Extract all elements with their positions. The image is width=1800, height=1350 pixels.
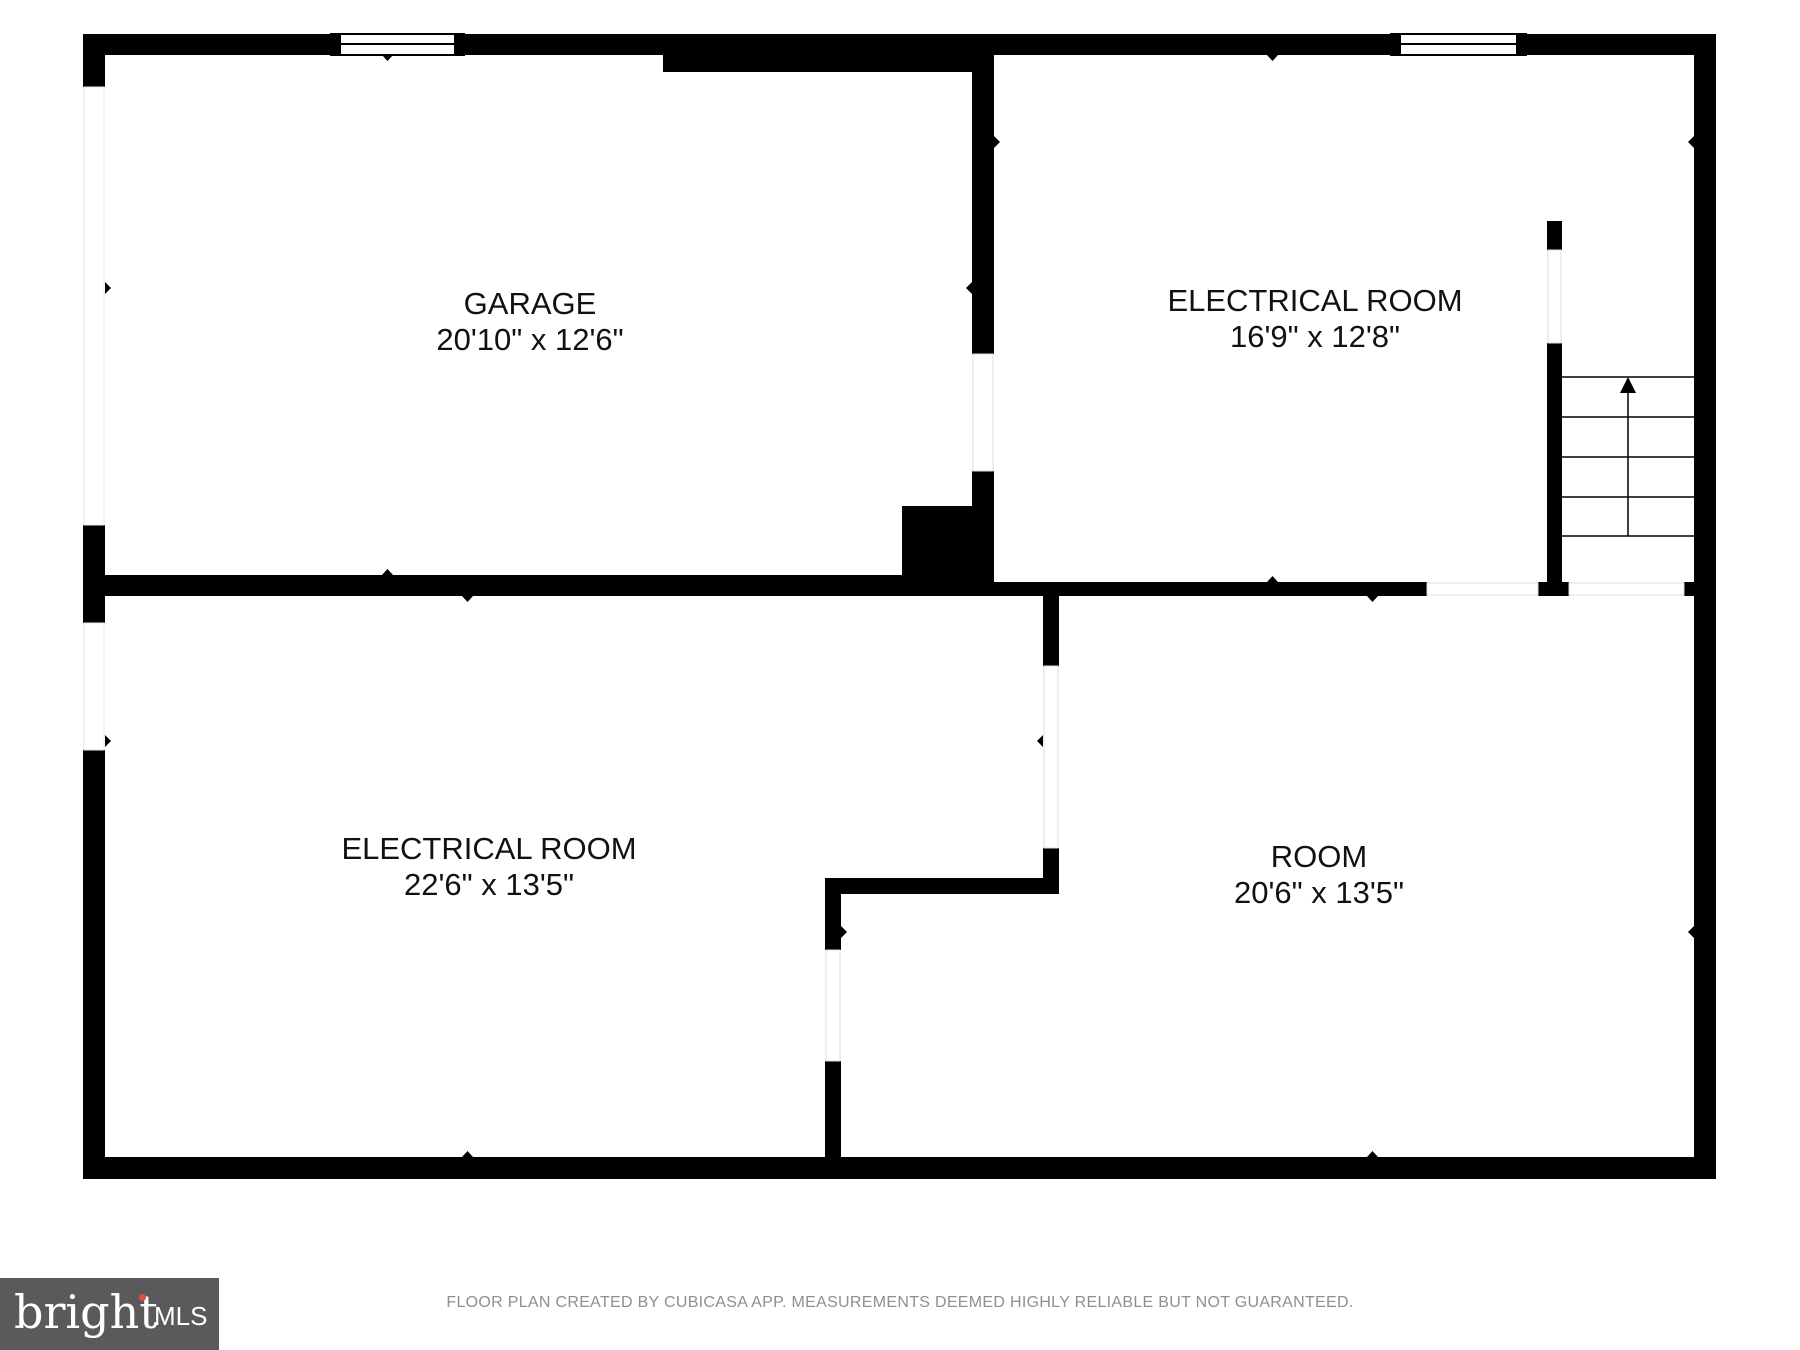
room-label-electrical-upper: ELECTRICAL ROOM 16'9" x 12'8" bbox=[1167, 283, 1462, 355]
stair-wall-upper bbox=[1547, 221, 1562, 250]
window-garage bbox=[330, 33, 465, 56]
left-door-upper bbox=[83, 86, 105, 526]
partition-upper bbox=[1043, 596, 1059, 666]
door-openings bbox=[83, 86, 105, 751]
middle-wall-left bbox=[83, 575, 994, 596]
room-dimensions: 20'10" x 12'6" bbox=[436, 322, 624, 357]
room-name: ELECTRICAL ROOM bbox=[341, 831, 637, 866]
garage-right-wall-top bbox=[972, 34, 994, 354]
outer-wall-bottom bbox=[83, 1157, 1716, 1179]
room-dimensions: 22'6" x 13'5" bbox=[403, 867, 574, 902]
room-label-room: ROOM 20'6" x 13'5" bbox=[1234, 839, 1404, 911]
window-electrical bbox=[1390, 33, 1527, 56]
room-name: ELECTRICAL ROOM bbox=[1167, 283, 1463, 318]
room-name: GARAGE bbox=[463, 286, 597, 321]
measure-ticks bbox=[105, 55, 1694, 1157]
bright-mls-logo: bright MLS bbox=[0, 1278, 219, 1350]
room-label-electrical-lower: ELECTRICAL ROOM 22'6" x 13'5" bbox=[341, 831, 636, 903]
room-name: ROOM bbox=[1270, 839, 1368, 874]
room-dimensions: 16'9" x 12'8" bbox=[1229, 319, 1400, 354]
jog-vertical-top bbox=[825, 878, 841, 950]
logo-accent-dot bbox=[139, 1294, 146, 1301]
outer-walls bbox=[83, 34, 1716, 1179]
windows bbox=[330, 33, 1527, 56]
disclaimer-text: FLOOR PLAN CREATED BY CUBICASA APP. MEAS… bbox=[446, 1294, 1354, 1311]
logo-word: bright bbox=[14, 1285, 158, 1339]
logo-suffix: MLS bbox=[154, 1301, 208, 1331]
garage-top-notch bbox=[663, 34, 973, 72]
middle-wall-right bbox=[994, 582, 1427, 596]
jog-horizontal bbox=[825, 878, 1059, 894]
staircase bbox=[1562, 376, 1694, 537]
room-dimensions: 20'6" x 13'5" bbox=[1233, 875, 1405, 910]
right-wall-stub bbox=[1684, 582, 1694, 596]
stair-arrow-head bbox=[1620, 377, 1636, 393]
outer-wall-left-top bbox=[83, 34, 105, 87]
stair-wall-stub bbox=[1538, 582, 1569, 596]
outer-wall-left-bottom bbox=[83, 750, 105, 1179]
door-jambs bbox=[825, 249, 1685, 1062]
outer-wall-right bbox=[1694, 34, 1716, 1179]
left-door-lower bbox=[83, 622, 105, 751]
interior-walls bbox=[83, 34, 1694, 1179]
jog-vertical-bottom bbox=[825, 1061, 841, 1179]
stair-wall-lower bbox=[1547, 343, 1562, 582]
room-label-garage: GARAGE 20'10" x 12'6" bbox=[436, 286, 623, 358]
outer-wall-left-mid bbox=[83, 525, 105, 623]
